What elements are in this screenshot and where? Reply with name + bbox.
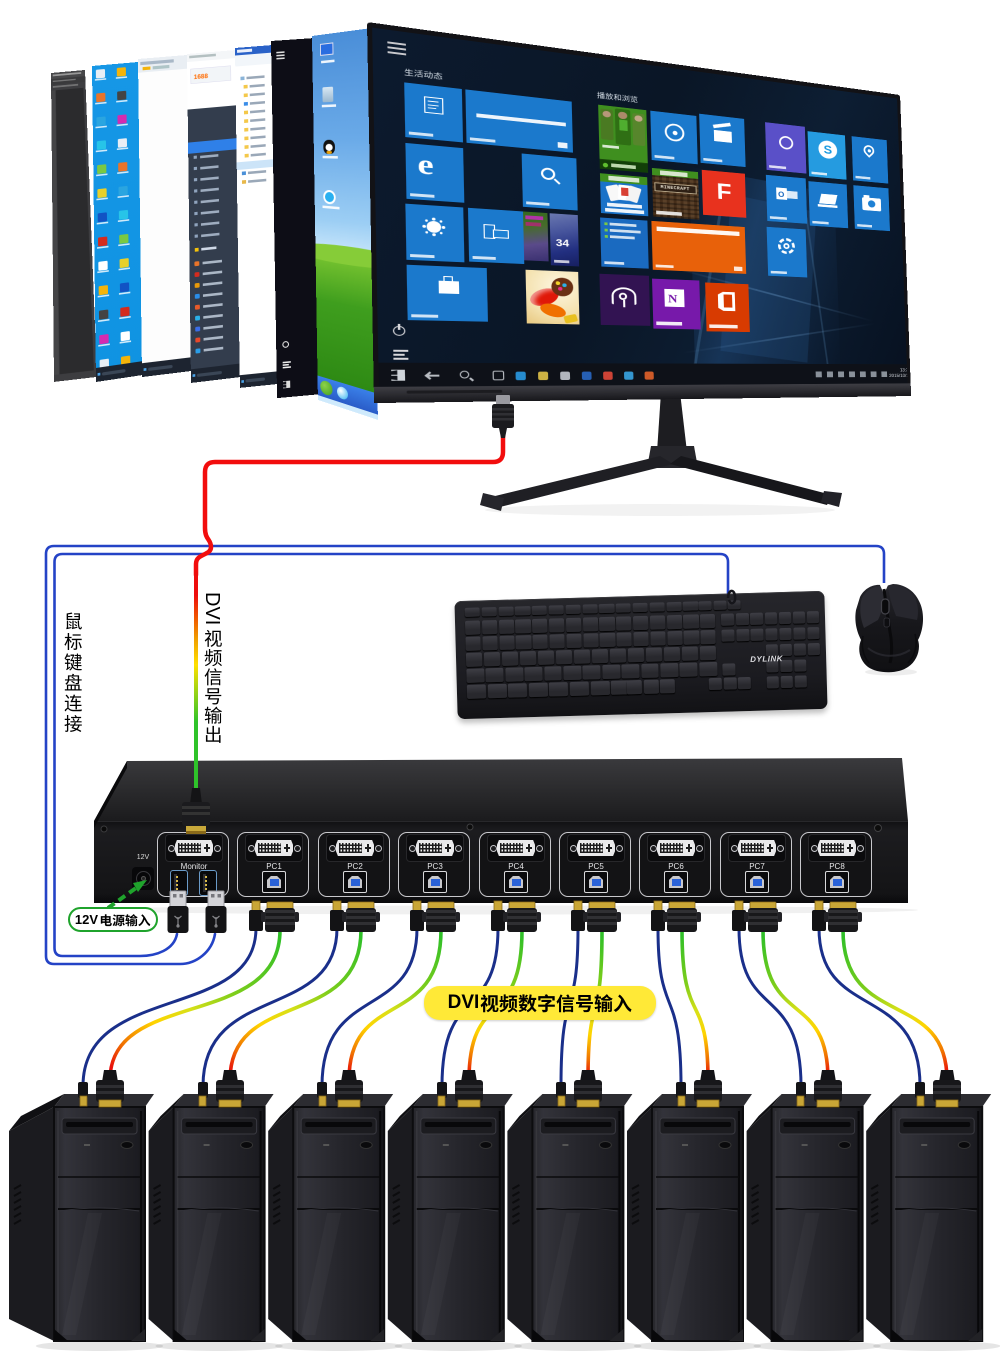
svg-text:DVI: DVI <box>201 592 223 625</box>
